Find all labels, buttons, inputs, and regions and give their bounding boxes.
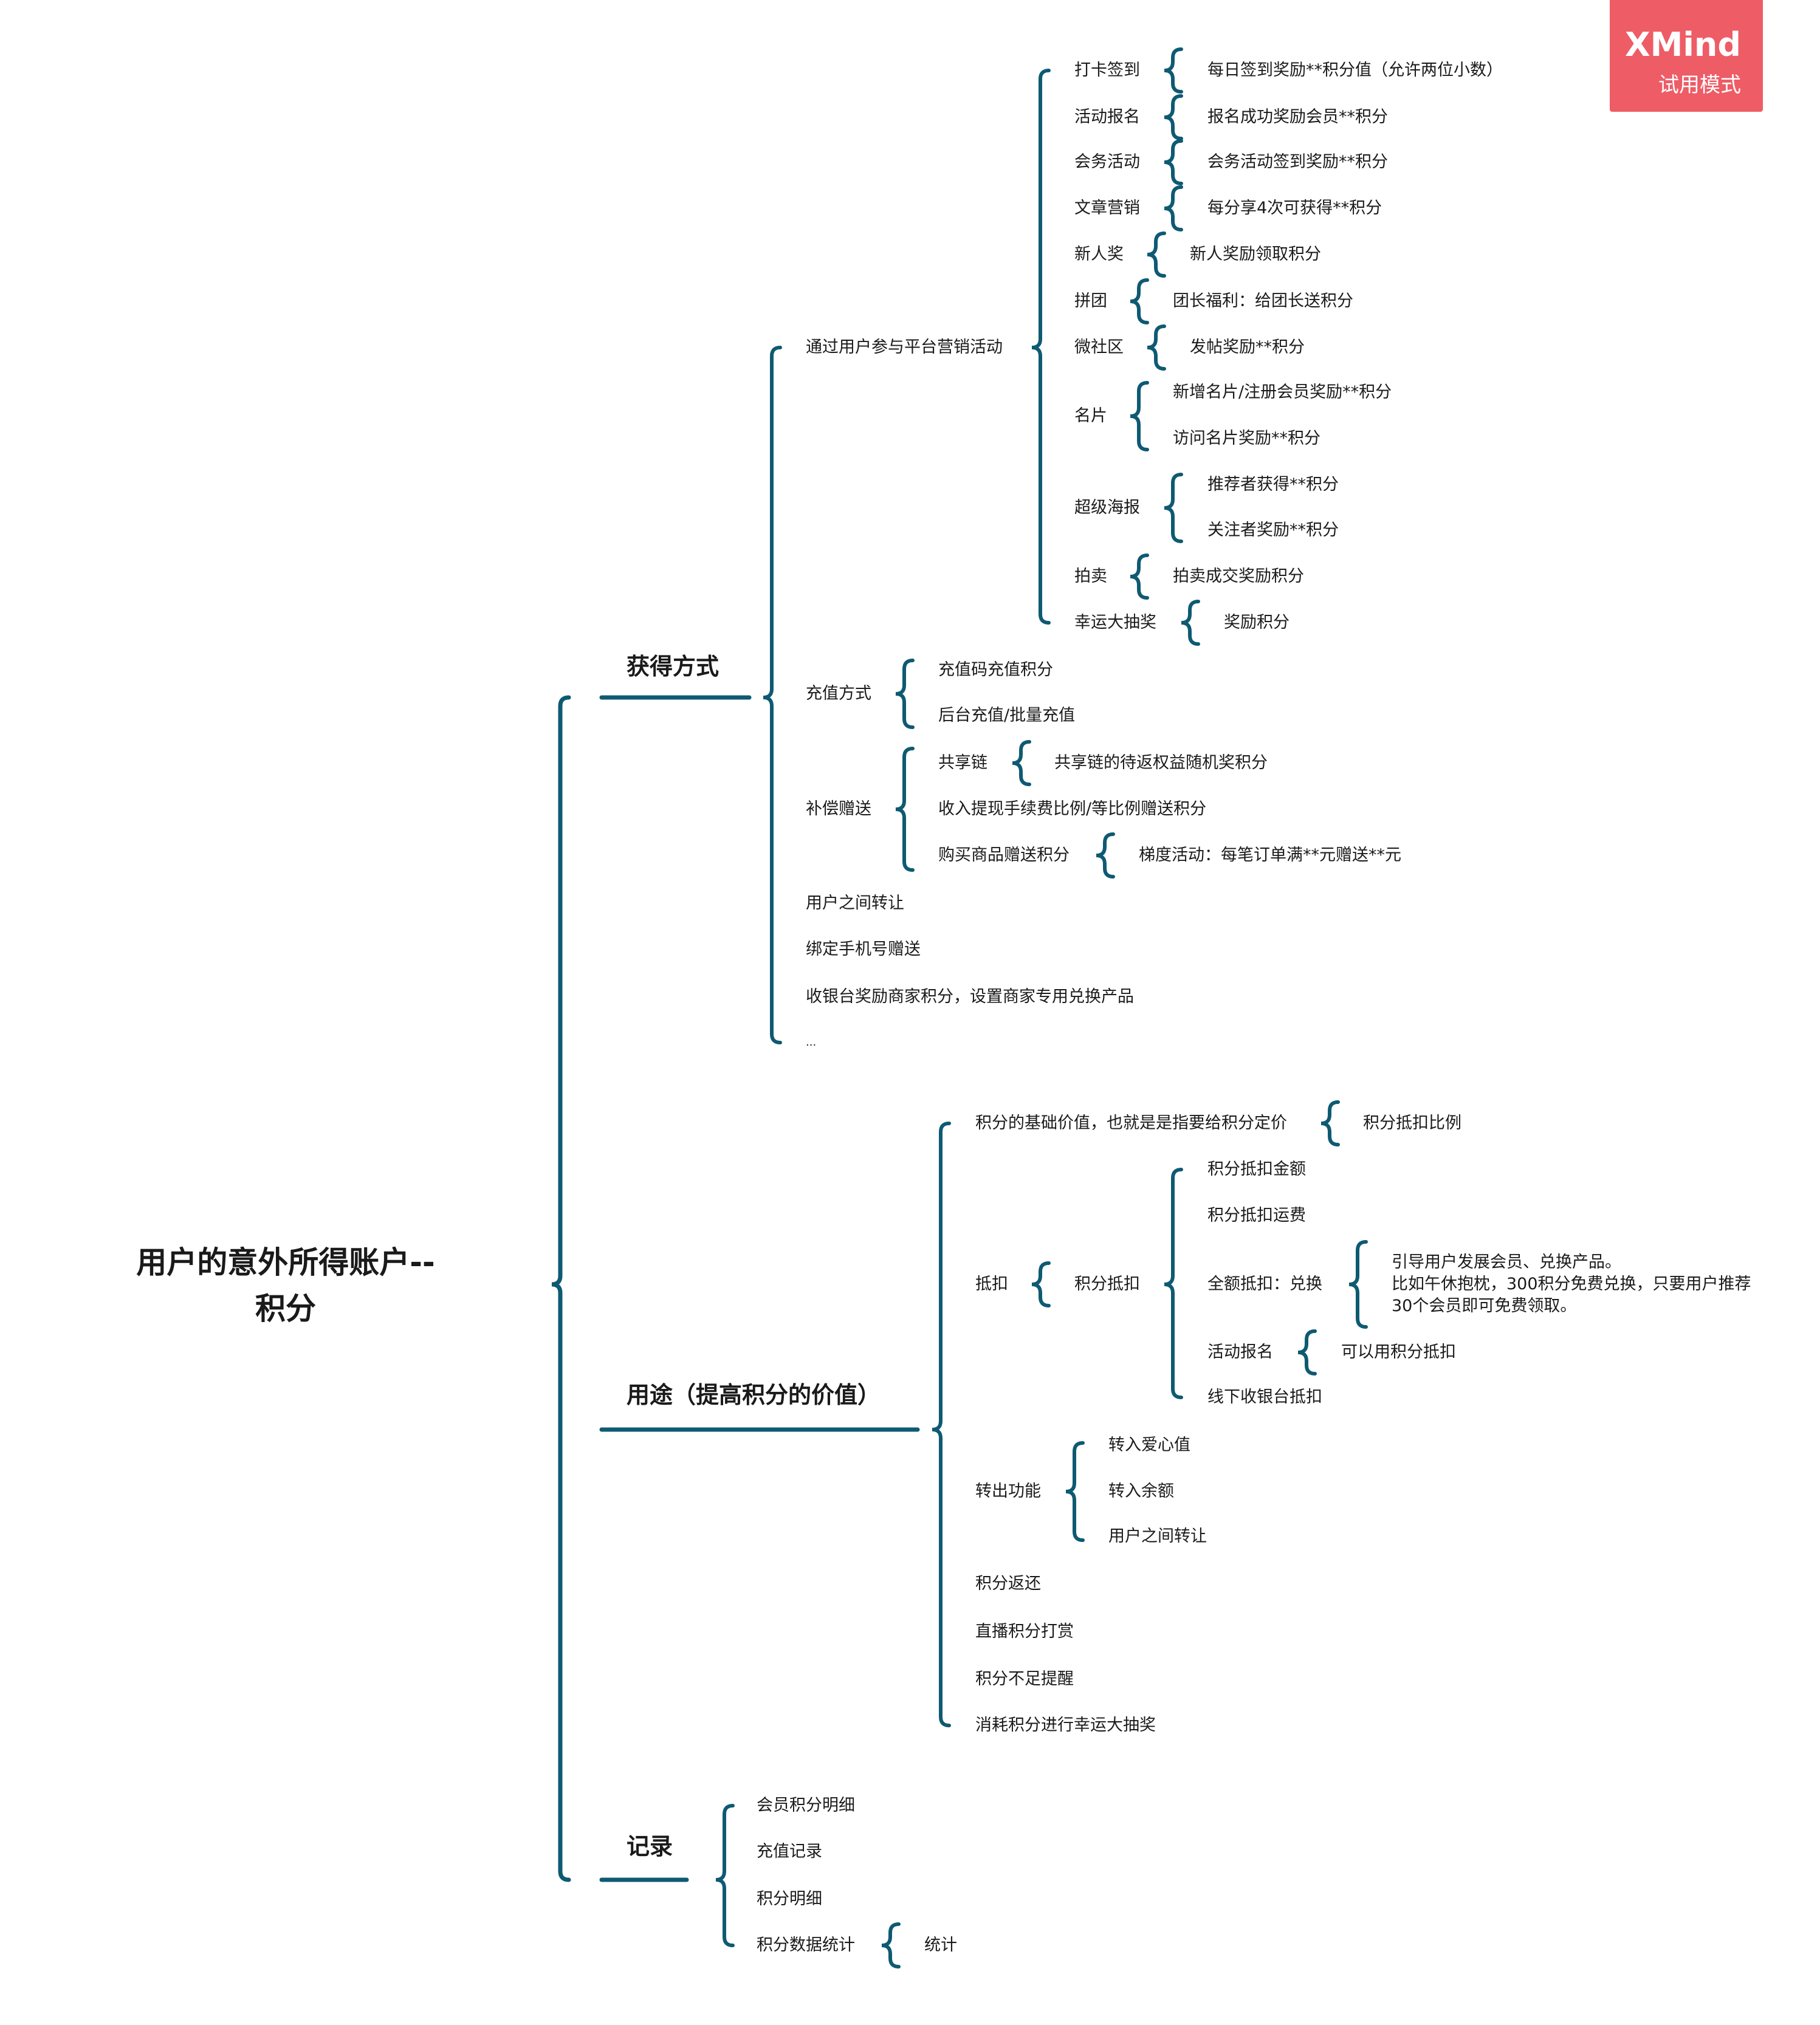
topic-poster-detail-1[interactable]: 推荐者获得**积分: [1207, 475, 1339, 494]
topic-low-points-alert[interactable]: 积分不足提醒: [975, 1670, 1074, 1688]
usage-brace: [932, 1122, 951, 1727]
topic-compensation[interactable]: 补偿赠送: [806, 800, 871, 818]
topic-full-deduct-line-1: 引导用户发展会员、兑换产品。: [1392, 1253, 1621, 1272]
topic-card-detail-2[interactable]: 访问名片奖励**积分: [1173, 429, 1320, 448]
topic-community[interactable]: 微社区: [1074, 338, 1124, 357]
xmind-trial-badge[interactable]: XMind 试用模式: [1610, 0, 1763, 112]
topic-lottery-detail[interactable]: 奖励积分: [1224, 613, 1289, 632]
deduct-brace: [1031, 1261, 1051, 1307]
topic-member-points-detail[interactable]: 会员积分明细: [757, 1796, 855, 1815]
topic-full-deduct-line-2: 比如午休抱枕，300积分免费兑换，只要用户推荐: [1392, 1275, 1751, 1293]
topic-deduct-event-detail[interactable]: 可以用积分抵扣: [1341, 1343, 1456, 1362]
topic-recharge-records[interactable]: 充值记录: [757, 1842, 822, 1861]
topic-bind-phone[interactable]: 绑定手机号赠送: [806, 940, 921, 959]
topic-deduct-ratio[interactable]: 积分抵扣比例: [1363, 1114, 1461, 1132]
topic-to-love-value[interactable]: 转入爱心值: [1108, 1436, 1190, 1455]
topic-deduct-shipping[interactable]: 积分抵扣运费: [1207, 1206, 1306, 1225]
topic-conference-detail[interactable]: 会务活动签到奖励**积分: [1207, 152, 1388, 171]
marketing-item-brace-1: [1164, 94, 1183, 140]
branch-obtain[interactable]: 获得方式: [627, 653, 719, 680]
topic-article[interactable]: 文章营销: [1074, 199, 1140, 218]
marketing-item-brace-5: [1130, 278, 1149, 324]
topic-auction-detail[interactable]: 拍卖成交奖励积分: [1173, 567, 1304, 586]
branch-usage[interactable]: 用途（提高积分的价值）: [627, 1382, 881, 1408]
topic-purchase-gift-detail[interactable]: 梯度活动：每笔订单满**元赠送**元: [1139, 846, 1401, 865]
compensation-brace: [895, 747, 915, 872]
topic-groupbuy[interactable]: 拼团: [1074, 292, 1107, 310]
transfer-brace: [1065, 1441, 1085, 1542]
topic-points-return[interactable]: 积分返还: [975, 1574, 1041, 1593]
marketing-item-brace-10: [1181, 600, 1200, 646]
marketing-item-brace-3: [1164, 185, 1183, 231]
topic-poster-detail-2[interactable]: 关注者奖励**积分: [1207, 521, 1339, 540]
root-topic[interactable]: 用户的意外所得账户-- 积分: [136, 1245, 435, 1326]
topic-deduct-amount[interactable]: 积分抵扣金额: [1207, 1160, 1306, 1179]
topic-community-detail[interactable]: 发帖奖励**积分: [1190, 338, 1305, 357]
topic-article-detail[interactable]: 每分享4次可获得**积分: [1207, 199, 1382, 218]
marketing-brace: [1031, 69, 1051, 625]
base-value-brace: [1320, 1100, 1340, 1146]
topic-checkin-detail[interactable]: 每日签到奖励**积分值（允许两位小数）: [1207, 61, 1503, 80]
topic-newcomer[interactable]: 新人奖: [1074, 245, 1124, 264]
topic-full-deduct[interactable]: 全额抵扣：兑换: [1207, 1275, 1322, 1293]
topic-deduct-event[interactable]: 活动报名: [1207, 1343, 1273, 1362]
topic-groupbuy-detail[interactable]: 团长福利：给团长送积分: [1173, 292, 1353, 310]
records-brace: [715, 1804, 735, 1947]
topic-lottery[interactable]: 幸运大抽奖: [1074, 613, 1156, 632]
topic-recharge-code[interactable]: 充值码充值积分: [938, 660, 1053, 679]
topic-points-detail[interactable]: 积分明细: [757, 1890, 822, 1908]
topic-checkin[interactable]: 打卡签到: [1074, 61, 1140, 80]
marketing-item-brace-4: [1147, 231, 1166, 278]
purchase-gift-brace: [1096, 832, 1115, 879]
topic-share-chain-detail[interactable]: 共享链的待返权益随机奖积分: [1054, 753, 1268, 772]
topic-deduct[interactable]: 抵扣: [975, 1275, 1008, 1293]
topic-stats[interactable]: 统计: [924, 1936, 957, 1955]
recharge-brace: [895, 659, 915, 729]
deduct-event-brace: [1297, 1329, 1317, 1376]
topic-share-chain[interactable]: 共享链: [938, 753, 987, 772]
topic-live-tip[interactable]: 直播积分打赏: [975, 1622, 1074, 1641]
topic-full-deduct-line-3: 30个会员即可免费领取。: [1392, 1297, 1577, 1315]
topic-recharge-backend[interactable]: 后台充值/批量充值: [938, 706, 1076, 725]
marketing-item-brace-0: [1164, 47, 1183, 94]
topic-event-signup[interactable]: 活动报名: [1074, 108, 1140, 126]
topic-withdraw-fee[interactable]: 收入提现手续费比例/等比例赠送积分: [938, 800, 1207, 818]
topic-event-signup-detail[interactable]: 报名成功奖励会员**积分: [1207, 108, 1388, 126]
topic-conference[interactable]: 会务活动: [1074, 152, 1140, 171]
points-deduct-brace: [1164, 1168, 1183, 1399]
topic-offline-cashier[interactable]: 线下收银台抵扣: [1207, 1388, 1322, 1407]
topic-user-transfer[interactable]: 用户之间转让: [806, 894, 904, 913]
badge-mode: 试用模式: [1658, 73, 1741, 97]
topic-recharge[interactable]: 充值方式: [806, 684, 871, 703]
marketing-item-brace-8: [1164, 473, 1183, 543]
share-chain-brace: [1012, 740, 1031, 786]
topic-transfer-out[interactable]: 转出功能: [975, 1482, 1041, 1501]
topic-auction[interactable]: 拍卖: [1074, 567, 1107, 586]
topic-points-deduct[interactable]: 积分抵扣: [1074, 1275, 1140, 1293]
topic-card-detail-1[interactable]: 新增名片/注册会员奖励**积分: [1173, 383, 1392, 402]
topic-base-value[interactable]: 积分的基础价值，也就是是指要给积分定价: [975, 1114, 1287, 1132]
topic-between-users[interactable]: 用户之间转让: [1108, 1527, 1207, 1546]
topic-cashier-reward[interactable]: 收银台奖励商家积分，设置商家专用兑换产品: [806, 987, 1134, 1006]
topic-newcomer-detail[interactable]: 新人奖励领取积分: [1190, 245, 1321, 264]
topic-ellipsis[interactable]: ...: [806, 1036, 817, 1049]
topic-to-balance[interactable]: 转入余额: [1108, 1482, 1174, 1501]
topic-points-stats[interactable]: 积分数据统计: [757, 1936, 855, 1955]
topic-marketing[interactable]: 通过用户参与平台营销活动: [806, 338, 1003, 357]
full-deduct-brace: [1348, 1240, 1368, 1329]
marketing-item-brace-6: [1147, 324, 1166, 371]
obtain-brace: [763, 346, 782, 1044]
topic-poster[interactable]: 超级海报: [1074, 498, 1140, 517]
marketing-item-brace-7: [1130, 381, 1149, 451]
topic-lottery-consume[interactable]: 消耗积分进行幸运大抽奖: [975, 1716, 1156, 1735]
marketing-item-brace-2: [1164, 139, 1183, 185]
topic-card[interactable]: 名片: [1074, 406, 1107, 425]
stats-brace: [881, 1922, 901, 1968]
branch-records[interactable]: 记录: [627, 1833, 673, 1860]
marketing-item-brace-9: [1130, 553, 1149, 600]
root-brace: [551, 695, 571, 1882]
topic-purchase-gift[interactable]: 购买商品赠送积分: [938, 846, 1070, 865]
badge-brand: XMind: [1625, 26, 1741, 64]
